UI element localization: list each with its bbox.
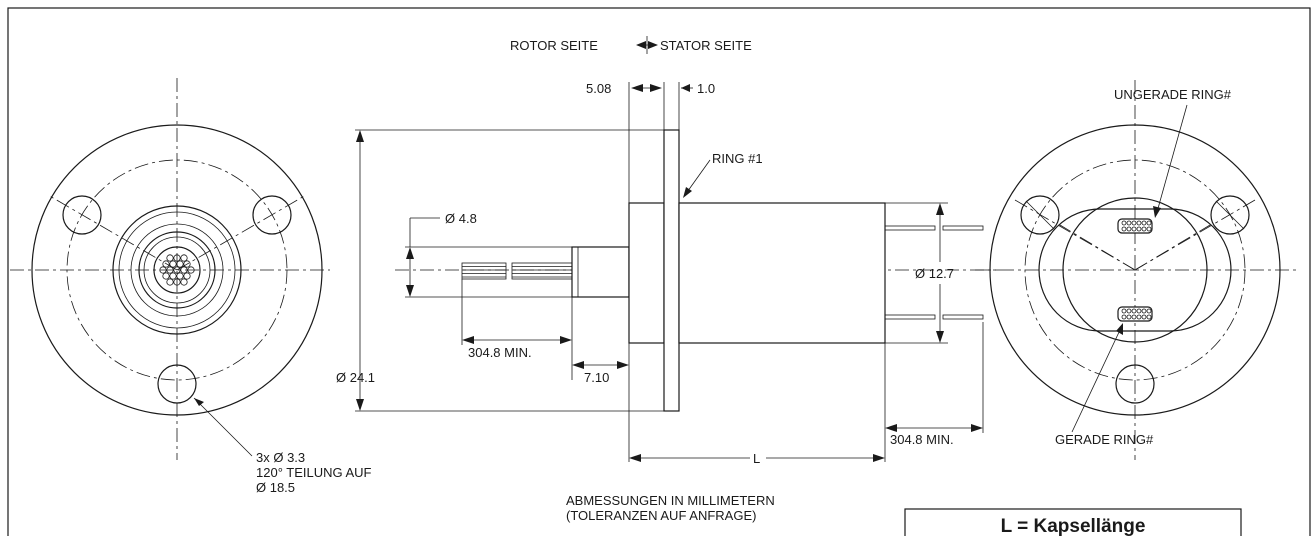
- dim-flange-diameter: Ø 24.1: [336, 370, 375, 385]
- holes-spec-line-1: 3x Ø 3.3: [256, 450, 305, 465]
- dim-capsule-length: L: [753, 451, 760, 466]
- rotor-hub: [571, 246, 630, 298]
- right-wire-leads: [884, 225, 984, 320]
- stator-housing: [678, 202, 886, 344]
- holes-spec-line-3: Ø 18.5: [256, 480, 295, 495]
- left-wire-bundle: [159, 254, 195, 286]
- dim-shaft-diameter: Ø 4.8: [445, 211, 477, 226]
- even-ring-label: GERADE RING#: [1055, 432, 1154, 447]
- left-hub-ring: [112, 205, 242, 335]
- left-bolt-circle: [66, 159, 288, 381]
- dim-hub-length: 7.10: [584, 370, 609, 385]
- flange-plate: [663, 129, 680, 412]
- right-mount-hole: [1115, 364, 1155, 404]
- right-housing-ring: [1062, 197, 1208, 343]
- left-mount-hole: [252, 195, 292, 235]
- legend-title: L = Kapsellänge: [1001, 516, 1146, 536]
- right-mount-hole: [1020, 195, 1060, 235]
- right-cutout-lens: [1038, 208, 1232, 332]
- left-end-view: [10, 78, 330, 460]
- right-mount-hole: [1210, 195, 1250, 235]
- right-end-view: [975, 80, 1300, 460]
- left-flange-outline: [31, 124, 323, 416]
- left-mount-hole: [157, 364, 197, 404]
- odd-ring-contacts: [1117, 218, 1153, 234]
- dim-capsule-diameter: Ø 12.7: [915, 266, 954, 281]
- holes-spec-line-2: 120° TEILUNG AUF: [256, 465, 372, 480]
- even-ring-contacts: [1117, 306, 1153, 322]
- dim-flange-offset: 5.08: [586, 81, 611, 96]
- stator-side-label: STATOR SEITE: [660, 38, 752, 53]
- dim-flange-thickness: 1.0: [697, 81, 715, 96]
- rotor-side-label: ROTOR SEITE: [510, 38, 598, 53]
- units-note-line-1: ABMESSUNGEN IN MILLIMETERN: [566, 493, 775, 508]
- left-mount-hole: [62, 195, 102, 235]
- rotor-body: [628, 202, 665, 344]
- dim-lead-length-right: 304.8 MIN.: [890, 432, 954, 447]
- drawing-frame: [7, 7, 1311, 536]
- units-note-line-2: (TOLERANZEN AUF ANFRAGE): [566, 508, 756, 523]
- odd-ring-label: UNGERADE RING#: [1114, 87, 1232, 102]
- legend-box: [904, 508, 1242, 536]
- side-view: [355, 36, 1000, 462]
- dim-lead-length-left: 304.8 MIN.: [468, 345, 532, 360]
- right-flange-outline: [989, 124, 1281, 416]
- right-bolt-circle: [1024, 159, 1246, 381]
- ring-one-label: RING #1: [712, 151, 763, 166]
- left-wire-leads: [461, 262, 573, 280]
